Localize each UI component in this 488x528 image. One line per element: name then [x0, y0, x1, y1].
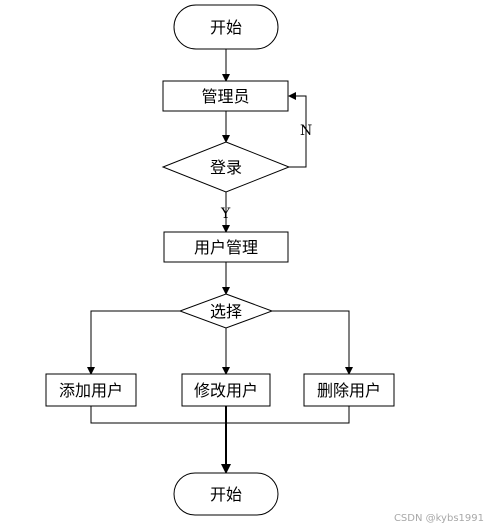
arrow-choose-to-delete: [272, 310, 353, 375]
watermark: CSDN @kybs1991: [393, 513, 484, 524]
add-user-node: 添加用户: [45, 373, 137, 407]
user-mgmt-node: 用户管理: [163, 231, 289, 263]
start-label: 开始: [210, 18, 242, 37]
delete-user-label: 删除用户: [317, 381, 381, 400]
start-node: 开始: [173, 4, 279, 50]
merge-line: [90, 406, 350, 424]
user-mgmt-label: 用户管理: [194, 238, 258, 257]
admin-label: 管理员: [201, 87, 249, 106]
end-node: 开始: [173, 472, 279, 516]
edge-label-no: N: [300, 123, 312, 139]
arrow-choose-to-add: [87, 310, 180, 375]
choose-decision: 选择: [178, 293, 274, 329]
edit-user-node: 修改用户: [181, 373, 271, 407]
end-label: 开始: [210, 485, 242, 504]
login-label: 登录: [210, 158, 242, 177]
add-user-label: 添加用户: [59, 381, 123, 400]
arrow-head-end: [221, 464, 231, 474]
choose-label: 选择: [210, 302, 242, 321]
edge-label-yes: Y: [220, 206, 231, 222]
login-decision: 登录: [161, 141, 291, 193]
arrow-login-no-loop: [288, 92, 307, 168]
admin-node: 管理员: [162, 80, 289, 112]
edit-user-label: 修改用户: [194, 381, 258, 400]
delete-user-node: 删除用户: [303, 373, 395, 407]
